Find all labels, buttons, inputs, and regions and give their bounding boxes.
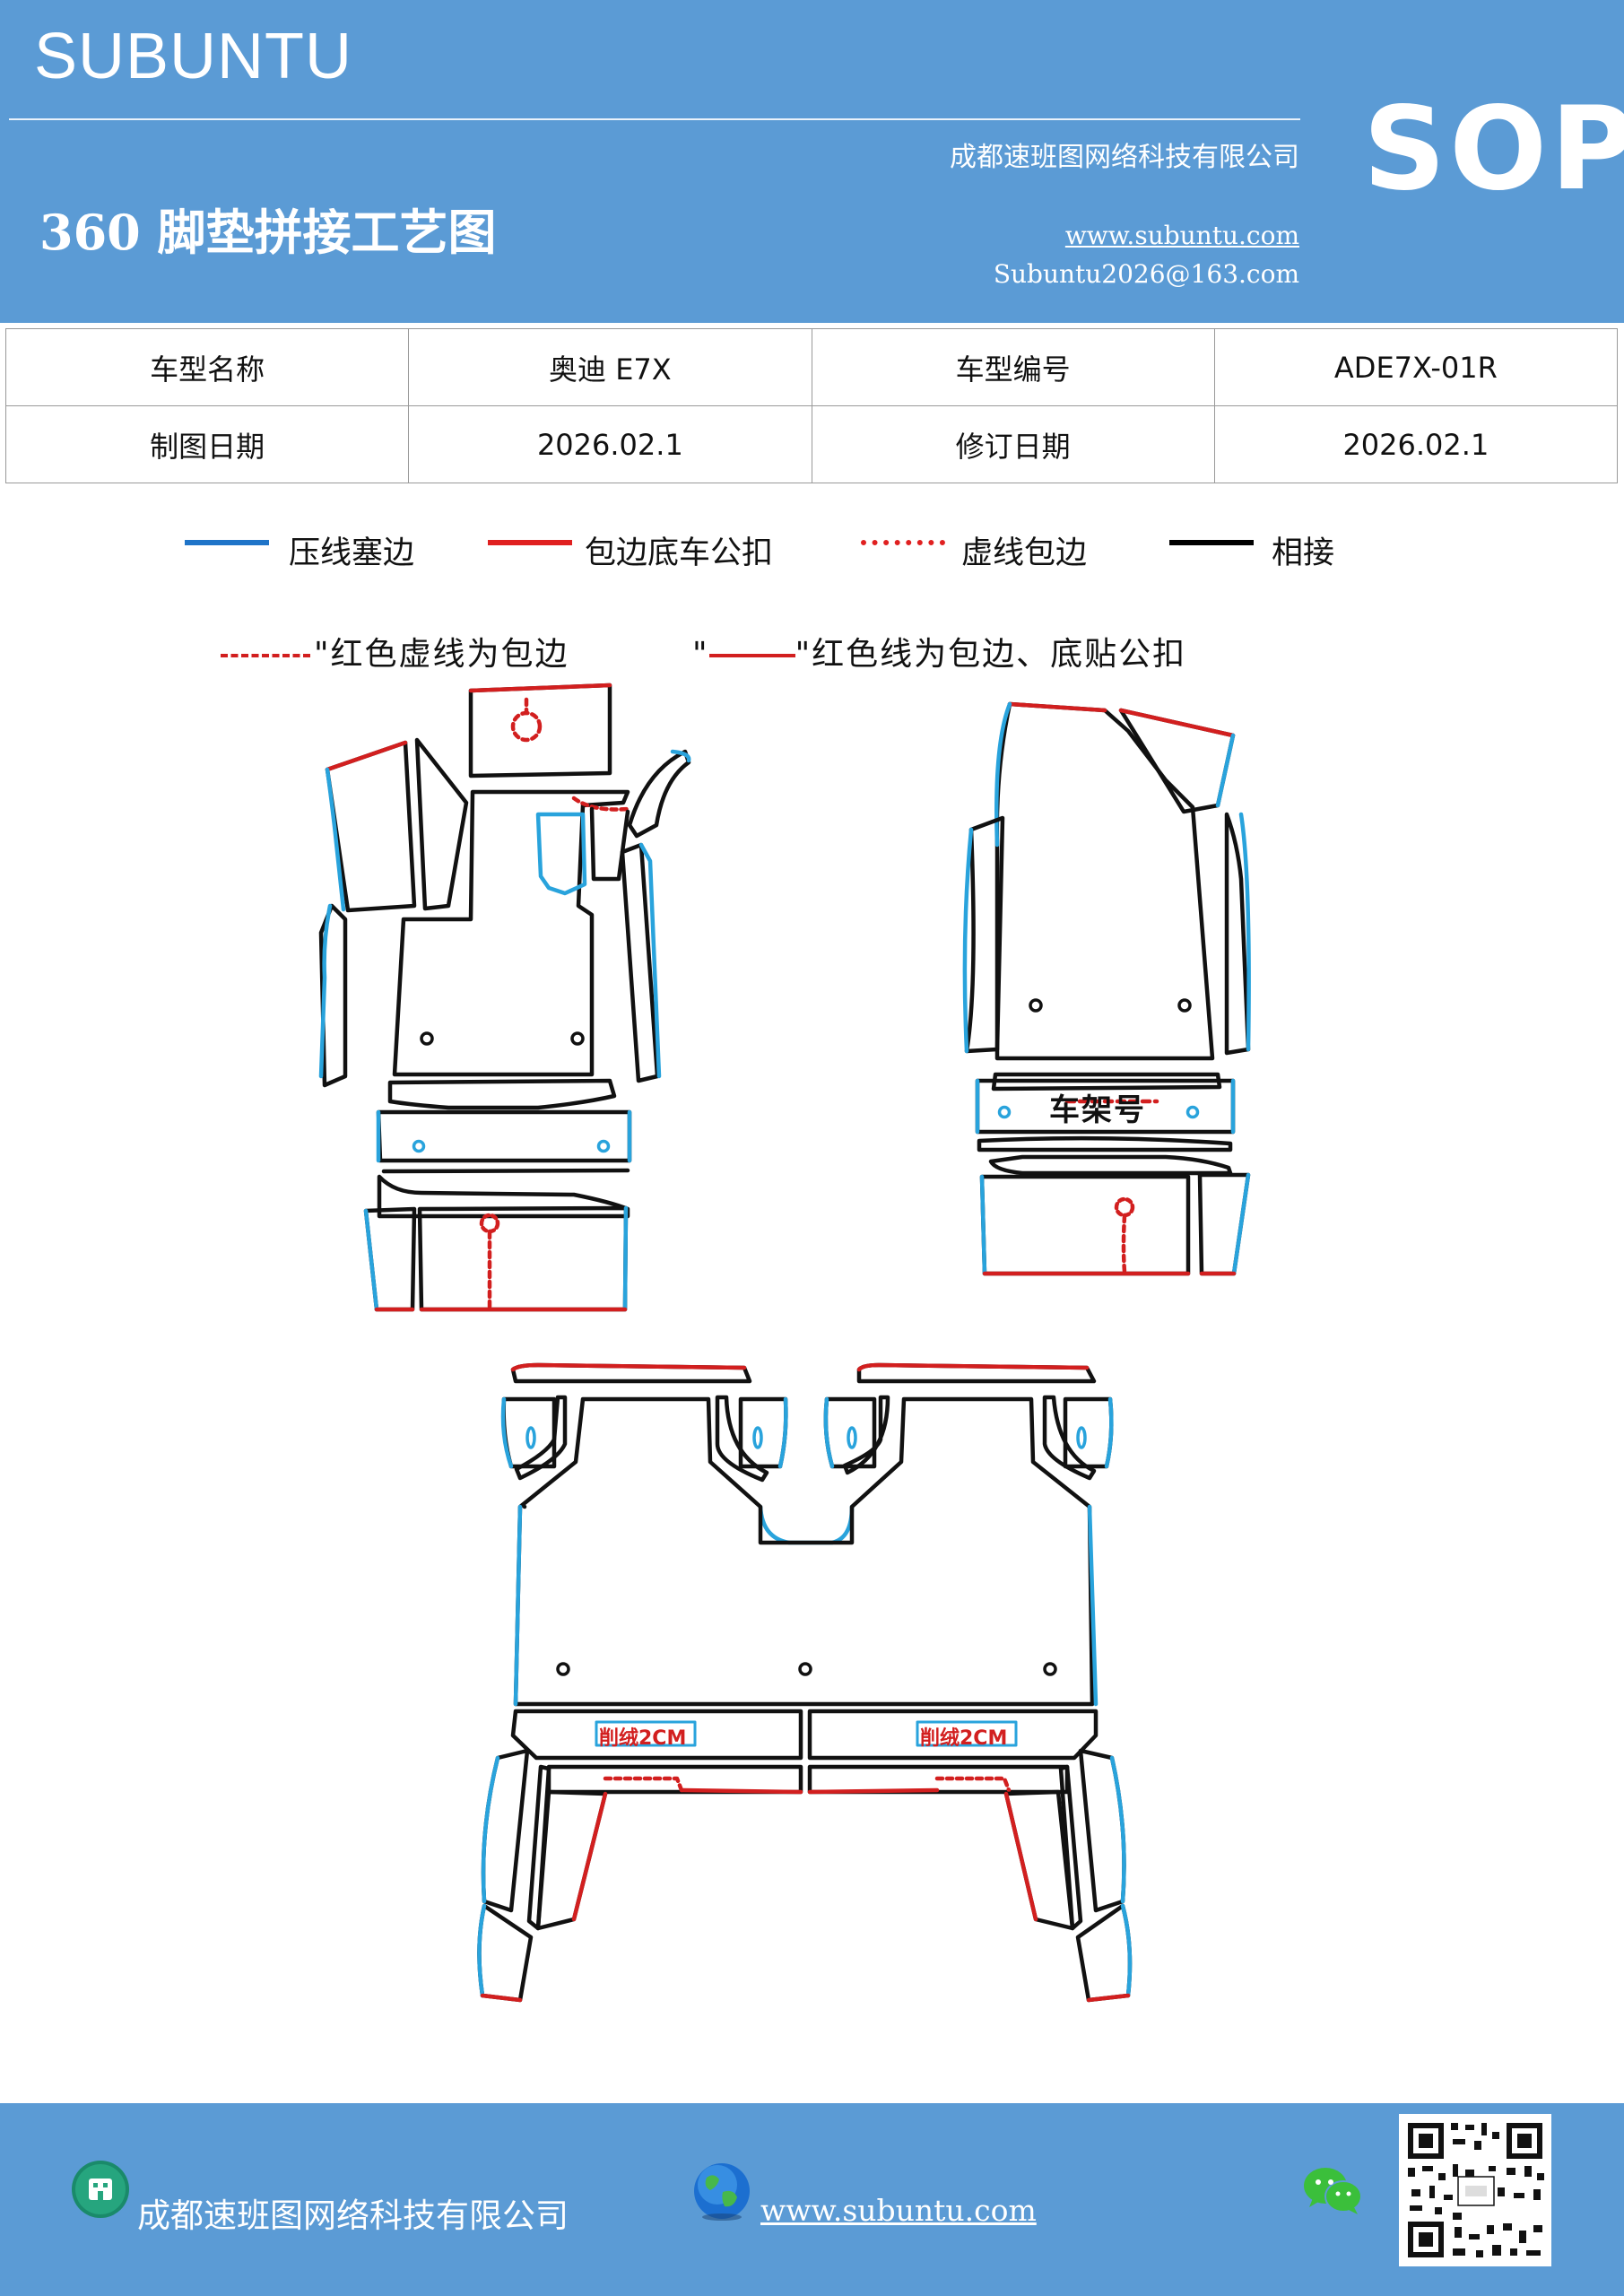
note-solid-sample xyxy=(708,654,795,657)
rear-mat xyxy=(477,1362,1133,2003)
front-right-mat xyxy=(962,701,1251,1276)
note-dashed-text: "红色虚线为包边 xyxy=(314,636,569,673)
model-name-value: 奥迪 E7X xyxy=(408,328,812,406)
note-dashed-sample xyxy=(221,654,310,657)
legend-label: 压线塞边 xyxy=(289,535,415,571)
draw-date-label: 制图日期 xyxy=(4,405,410,483)
legend-label: 包边底车公扣 xyxy=(585,535,774,571)
legend-blue-swatch xyxy=(185,540,269,545)
wechat-icon[interactable] xyxy=(1302,2164,1365,2218)
header-divider xyxy=(9,118,1300,120)
model-code-value: ADE7X-01R xyxy=(1213,328,1619,406)
floor-mat-diagram: "红色虚线为包边 " "红色线为包边、底贴公扣 xyxy=(0,610,1624,2027)
shave-label-right: 削绒2CM xyxy=(920,1727,1008,1750)
vehicle-info-table: 车型名称 奥迪 E7X 车型编号 ADE7X-01R 制图日期 2026.02.… xyxy=(4,328,1619,483)
globe-icon xyxy=(694,2163,750,2221)
qr-code[interactable] xyxy=(1399,2114,1551,2266)
shave-label-left: 削绒2CM xyxy=(599,1727,687,1750)
revise-date-label: 修订日期 xyxy=(811,405,1215,483)
legend-label: 虚线包边 xyxy=(961,535,1088,571)
frame-number-label: 车架号 xyxy=(1049,1092,1146,1128)
header-banner: SUBUNTU 成都速班图网络科技有限公司 360 脚垫拼接工艺图 www.su… xyxy=(0,0,1624,323)
footer-website-link[interactable]: www.subuntu.com xyxy=(760,2193,1037,2228)
table-row: 制图日期 2026.02.1 修订日期 2026.02.1 xyxy=(4,405,1619,483)
model-code-label: 车型编号 xyxy=(811,328,1215,406)
note-solid-quote: " xyxy=(692,636,709,673)
building-icon xyxy=(72,2161,129,2218)
header-website-link[interactable]: www.subuntu.com xyxy=(1064,221,1299,250)
header-email[interactable]: Subuntu2026@163.com xyxy=(993,259,1299,289)
draw-date-value: 2026.02.1 xyxy=(408,405,812,483)
sop-badge: SOP xyxy=(1363,83,1624,216)
document-title: 360 脚垫拼接工艺图 xyxy=(39,204,497,261)
note-dashed-wrap: "红色虚线为包边 xyxy=(221,628,569,674)
brand-name: SUBUNTU xyxy=(34,21,353,92)
footer-company: 成都速班图网络科技有限公司 xyxy=(137,2196,569,2235)
note-solid-wrap: " "红色线为包边、底贴公扣 xyxy=(692,628,1186,674)
legend-black-swatch xyxy=(1169,540,1254,545)
footer-banner: 成都速班图网络科技有限公司 www.subuntu.com xyxy=(0,2103,1624,2296)
note-solid-text: "红色线为包边、底贴公扣 xyxy=(795,636,1187,673)
front-left-mat xyxy=(318,683,691,1312)
legend-red-dotted-swatch xyxy=(861,540,945,545)
mat-pieces-svg xyxy=(318,683,1251,2003)
revise-date-value: 2026.02.1 xyxy=(1213,405,1619,483)
model-name-label: 车型名称 xyxy=(4,328,410,406)
legend-red-swatch xyxy=(488,540,572,545)
header-company: 成都速班图网络科技有限公司 xyxy=(950,142,1299,173)
table-row: 车型名称 奥迪 E7X 车型编号 ADE7X-01R xyxy=(4,328,1619,406)
legend-label: 相接 xyxy=(1272,535,1335,571)
